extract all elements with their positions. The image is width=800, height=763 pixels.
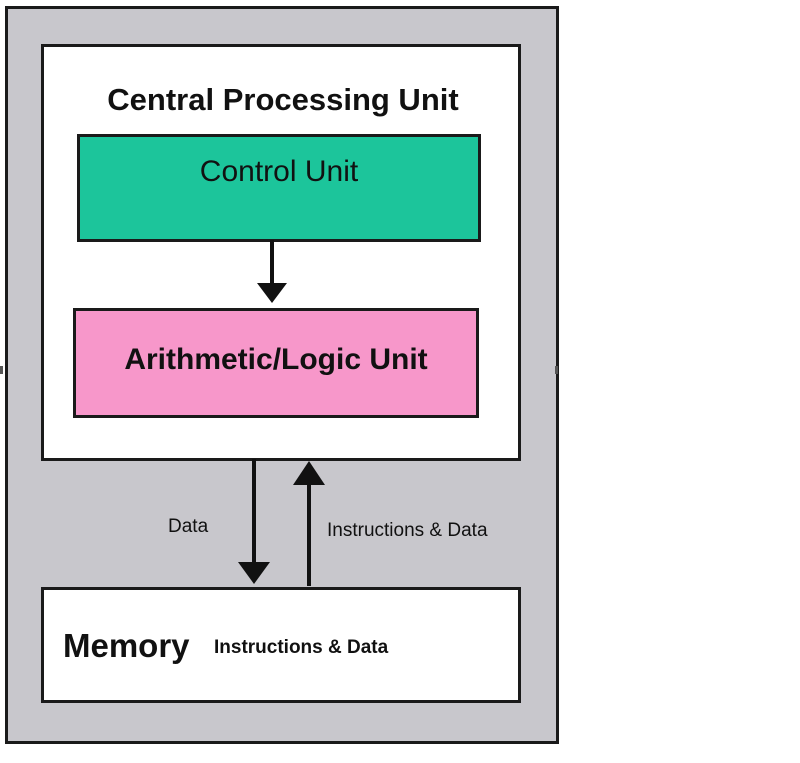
memory-box <box>41 587 521 703</box>
control-unit-label: Control Unit <box>199 155 359 188</box>
instructions-flow-label: Instructions & Data <box>327 520 488 541</box>
data-flow-label: Data <box>168 516 209 537</box>
control-to-alu-arrowhead <box>257 283 287 303</box>
cpu-title: Central Processing Unit <box>107 82 459 117</box>
edge-tick <box>0 366 3 374</box>
cpu-to-memory-arrowhead <box>238 562 270 584</box>
alu-box <box>73 308 479 418</box>
memory-content-label: Instructions & Data <box>214 637 389 658</box>
memory-to-cpu-arrowhead <box>293 461 325 485</box>
edge-tick <box>555 366 558 374</box>
alu-label: Arithmetic/Logic Unit <box>124 343 428 376</box>
memory-title: Memory <box>63 627 190 664</box>
control-unit-box <box>77 134 481 242</box>
